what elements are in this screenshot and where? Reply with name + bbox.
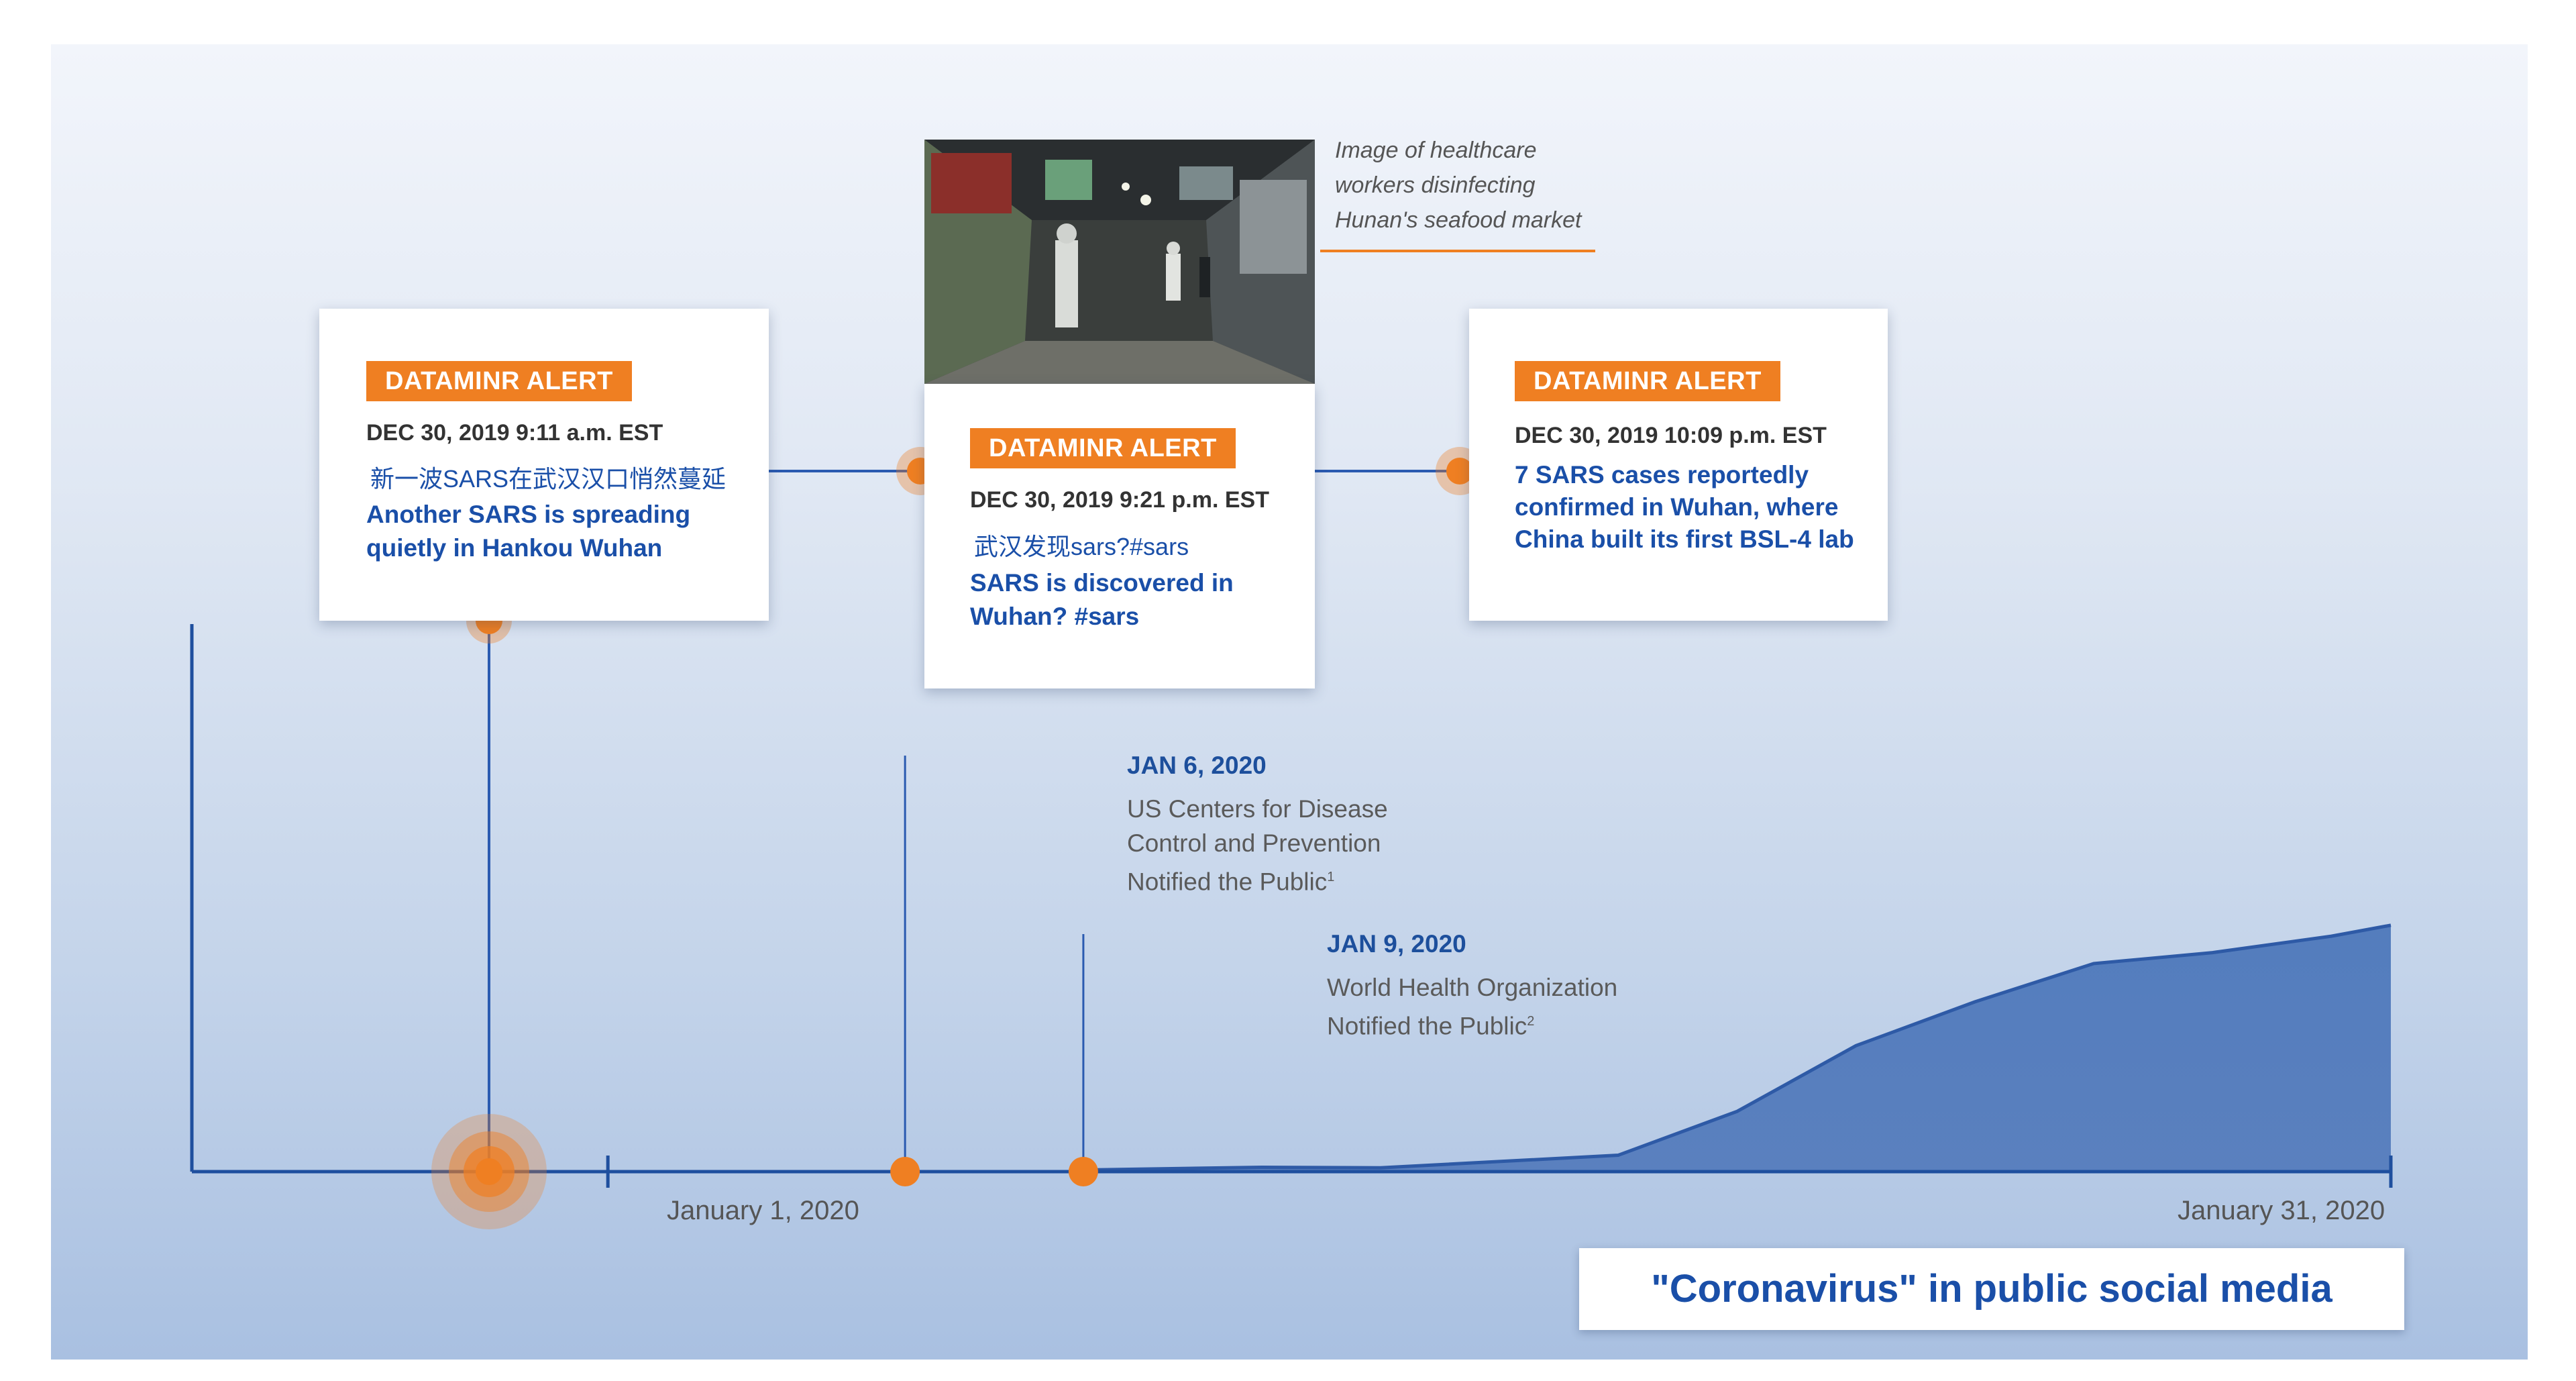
alert-original-text: 新一波SARS在武汉汉口悄然蔓延 [370,465,727,493]
chart-legend: "Coronavirus" in public social media [1579,1248,2404,1330]
marker-dec30-ring [475,1158,502,1185]
event-line-text: Notified the Public [1127,868,1328,896]
market-photo [924,140,1315,384]
event-line-text: Notified the Public [1327,1012,1527,1040]
alert-translation: 7 SARS cases reportedly confirmed in Wuh… [1515,461,1854,553]
series-area [1083,925,2391,1172]
alert-card-1: DATAMINR ALERT DEC 30, 2019 9:11 a.m. ES… [319,309,769,621]
event-text-jan6: US Centers for Disease Control and Preve… [1127,792,1388,899]
marker-jan6-ring [890,1157,920,1186]
marker-dec30 [431,1114,547,1229]
alert-translation: SARS is discovered in Wuhan? #sars [970,569,1234,630]
caption-underline [1320,250,1595,252]
alert-card-2: DATAMINR ALERT DEC 30, 2019 9:21 p.m. ES… [924,384,1315,688]
photo-caption: Image of healthcare workers disinfecting… [1335,138,1582,233]
alert-badge: DATAMINR ALERT [1515,361,1780,401]
alert-original-text: 武汉发现sars?#sars [974,533,1189,560]
event-line: Notified the Public2 [1327,1005,1617,1043]
marker-jan6 [890,1157,920,1186]
alert-translation: Another SARS is spreading quietly in Han… [366,501,691,562]
alert-badge: DATAMINR ALERT [366,361,632,401]
event-line: World Health Organization [1327,974,1618,1001]
event-line: US Centers for Disease [1127,795,1388,823]
x-tick-label-jan1: January 1, 2020 [667,1196,859,1225]
x-tick-label-jan31: January 31, 2020 [2178,1196,2385,1225]
marker-jan9-ring [1068,1157,1098,1186]
event-line: Control and Prevention [1127,829,1381,857]
alert-badge: DATAMINR ALERT [970,428,1236,468]
alert-timestamp: DEC 30, 2019 10:09 p.m. EST [1515,423,1827,448]
event-text-jan9: World Health Organization Notified the P… [1327,970,1617,1043]
alert-timestamp: DEC 30, 2019 9:21 p.m. EST [970,487,1269,513]
marker-jan9 [1068,1157,1098,1186]
series-line [1083,923,2392,1172]
footnote-marker: 1 [1327,870,1335,884]
event-date-jan9: JAN 9, 2020 [1327,930,1466,958]
market-photo-image [924,140,1315,384]
marker-card3-anchor-ring [1446,458,1473,484]
event-line: Notified the Public1 [1127,860,1388,899]
footnote-marker: 2 [1527,1014,1535,1029]
alert-card-3: DATAMINR ALERT DEC 30, 2019 10:09 p.m. E… [1469,309,1888,621]
alert-timestamp: DEC 30, 2019 9:11 a.m. EST [366,420,663,446]
event-date-jan6: JAN 6, 2020 [1127,752,1267,779]
